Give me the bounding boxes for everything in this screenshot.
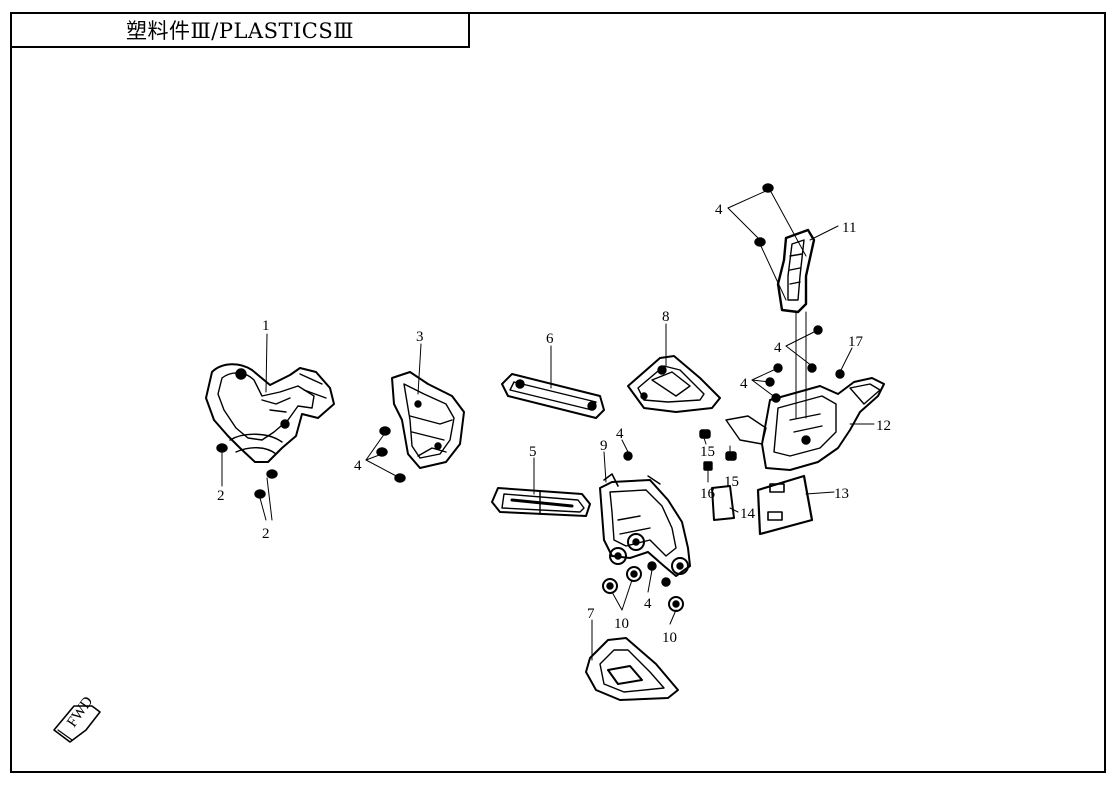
part-13-plate [756,474,814,536]
part-5-pad [491,487,591,517]
part-2-screws [216,443,278,499]
callout-5: 5 [529,444,537,460]
part-10-grommets [602,533,689,612]
callout-6: 6 [546,331,554,347]
callout-2-left: 2 [217,488,225,504]
part-3-bracket [391,371,465,469]
drawing-frame [10,12,1106,773]
page-title: 塑料件Ⅲ/PLASTICSⅢ [126,19,354,43]
callout-7: 7 [587,606,595,622]
part-9-lower-frame [599,473,691,577]
callout-12: 12 [876,418,891,434]
part-16-clip [703,461,713,471]
callout-10-right: 10 [662,630,677,646]
part-12-rear-tray [725,377,885,471]
callout-4-right-lower: 4 [740,376,748,392]
callout-15-right: 15 [724,474,739,490]
callout-4-center-top: 4 [616,426,624,442]
callout-2-bottom: 2 [262,526,270,542]
part-1-inner-panel [205,363,335,463]
fwd-arrow-icon: FWD [53,694,101,743]
part-4-screws-right [765,325,823,403]
part-14-small-plate [711,485,735,521]
part-15-clips [699,429,737,461]
leader-lines [221,189,875,661]
part-17-clip [835,369,845,379]
callout-8: 8 [662,309,670,325]
callout-4-right-upper: 4 [774,340,782,356]
callout-11: 11 [842,220,856,236]
callout-17: 17 [848,334,864,350]
part-11-handle [776,228,816,314]
part-4-screws-center [623,451,671,587]
callout-9: 9 [600,438,608,454]
part-7-lower-cover [585,637,679,701]
part-6-trim-strip [501,373,605,419]
callout-16: 16 [700,486,716,502]
part-8-footrest-cover [627,355,721,413]
callout-10-left: 10 [614,616,629,632]
callout-labels: 1 2 2 3 4 6 5 8 9 4 4 10 10 7 4 11 4 4 1… [217,202,891,646]
title-block: 塑料件Ⅲ/PLASTICSⅢ [10,12,470,48]
callout-1: 1 [262,318,270,334]
callout-14: 14 [740,506,756,522]
callout-4-top: 4 [715,202,723,218]
callout-13: 13 [834,486,849,502]
callout-4-center-bottom: 4 [644,596,652,612]
callout-15-left: 15 [700,444,715,460]
part-4-screws-top [754,183,774,247]
callout-4-left: 4 [354,458,362,474]
callout-3: 3 [416,329,424,345]
